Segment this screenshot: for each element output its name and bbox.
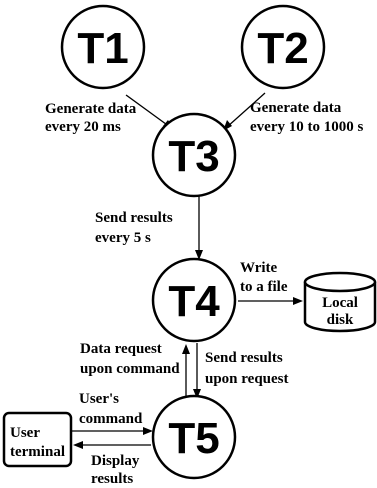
label-t2-t3-line2: every 10 to 1000 s (250, 119, 363, 135)
node-t2: T2 (240, 4, 326, 90)
node-t1: T1 (60, 4, 146, 90)
label-t4-disk-line1: Write (240, 260, 278, 276)
label-t4-t5-line2: upon request (205, 371, 289, 387)
node-t2-label: T2 (257, 24, 308, 73)
edge-t4-t5 (193, 343, 201, 399)
user-terminal-label-line1: User (10, 425, 40, 441)
node-t5: T5 (151, 394, 237, 480)
local-disk-label-line2: disk (327, 312, 354, 328)
user-terminal-label-line2: terminal (10, 444, 65, 460)
label-t5-user-line1: Display (91, 453, 140, 469)
label-t5-t4-line1: Data request (80, 341, 162, 357)
label-t3-t4-line1: Send results (95, 210, 173, 226)
edge-t5-user (73, 441, 151, 449)
label-user-t5-line2: command (79, 411, 143, 427)
label-t4-t5-line1: Send results (205, 350, 283, 366)
label-user-t5-line1: User's (79, 391, 119, 407)
label-t5-user-line2: results (91, 471, 133, 487)
node-t3: T3 (151, 112, 237, 198)
edge-t4-disk (238, 297, 303, 305)
edge-t5-t4 (182, 344, 190, 400)
node-t4: T4 (151, 257, 237, 343)
label-t1-t3-line1: Generate data (45, 101, 137, 117)
local-disk-cylinder: Local disk (303, 271, 377, 333)
label-t5-t4-line2: upon command (80, 361, 180, 377)
edge-user-t5 (72, 427, 153, 435)
user-terminal-box: User terminal (2, 411, 73, 468)
node-t4-label: T4 (168, 277, 220, 326)
node-t5-label: T5 (168, 414, 219, 463)
local-disk-label-line1: Local (322, 295, 358, 311)
label-t4-disk-line2: to a file (240, 279, 288, 295)
label-t3-t4-line2: every 5 s (95, 230, 151, 246)
node-t3-label: T3 (168, 132, 219, 181)
label-t2-t3-line1: Generate data (250, 100, 342, 116)
label-t1-t3-line2: every 20 ms (45, 119, 121, 135)
node-t1-label: T1 (77, 24, 128, 73)
edge-t3-t4 (195, 190, 203, 260)
